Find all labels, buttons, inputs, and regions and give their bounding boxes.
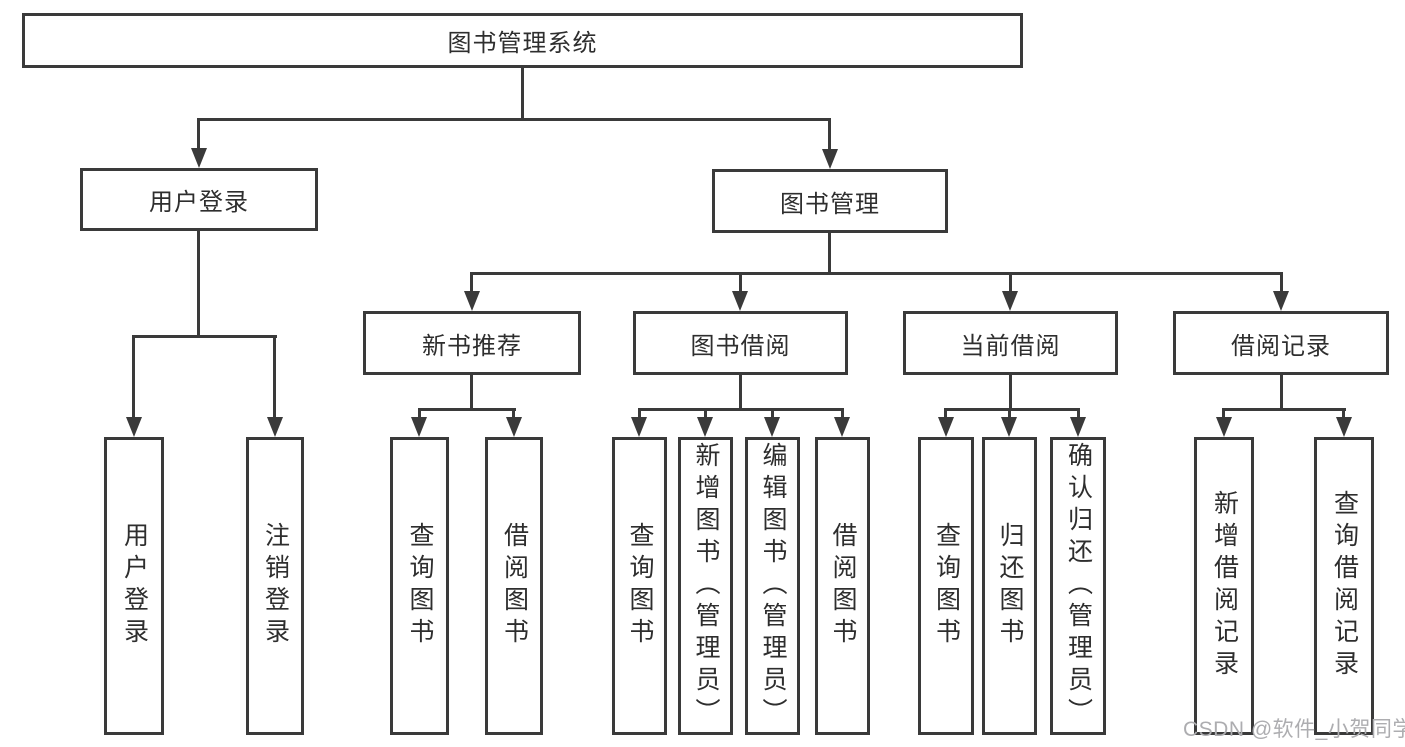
arrow-down-icon <box>1216 417 1232 437</box>
connector <box>1009 375 1012 411</box>
csdn-watermark: CSDN @软件_小贺同学 <box>1183 718 1405 741</box>
leaf-return-books: 归还图书 <box>982 437 1037 735</box>
connector <box>197 118 200 151</box>
connector <box>1280 272 1283 294</box>
leaf-confirm-return-admin: 确认归还（管理员） <box>1050 437 1106 735</box>
arrow-down-icon <box>464 291 480 311</box>
arrow-down-icon <box>1002 291 1018 311</box>
leaf-borrow-books-recommend: 借阅图书 <box>485 437 543 735</box>
leaf-logout: 注销登录 <box>246 437 304 735</box>
arrow-down-icon <box>1273 291 1289 311</box>
node-new-book-recommendation: 新书推荐 <box>363 311 581 375</box>
connector <box>638 408 641 420</box>
node-current-borrowing: 当前借阅 <box>903 311 1118 375</box>
arrow-down-icon <box>938 417 954 437</box>
connector <box>470 375 473 411</box>
connector <box>418 408 421 420</box>
arrow-down-icon <box>631 417 647 437</box>
connector <box>1222 408 1346 411</box>
arrow-down-icon <box>834 417 850 437</box>
connector <box>771 408 774 420</box>
arrow-down-icon <box>1001 417 1017 437</box>
leaf-user-login: 用户登录 <box>104 437 164 735</box>
connector <box>828 118 831 152</box>
connector <box>132 335 277 338</box>
connector <box>1009 272 1012 294</box>
connector <box>197 118 831 121</box>
node-book-management: 图书管理 <box>712 169 948 233</box>
connector <box>1222 408 1225 420</box>
arrow-down-icon <box>191 148 207 168</box>
connector <box>521 68 524 121</box>
connector <box>739 272 742 294</box>
arrow-down-icon <box>764 417 780 437</box>
connector <box>638 408 844 411</box>
connector <box>944 408 947 420</box>
connector <box>132 335 135 420</box>
arrow-down-icon <box>822 149 838 169</box>
arrow-down-icon <box>126 417 142 437</box>
arrow-down-icon <box>1070 417 1086 437</box>
connector <box>828 233 831 274</box>
connector <box>1280 375 1283 411</box>
node-library-management-system: 图书管理系统 <box>22 13 1023 68</box>
connector <box>470 272 473 294</box>
connector <box>841 408 844 420</box>
connector <box>1077 408 1080 420</box>
leaf-query-books-recommend: 查询图书 <box>390 437 449 735</box>
connector <box>197 231 200 338</box>
arrow-down-icon <box>697 417 713 437</box>
arrow-down-icon <box>1336 417 1352 437</box>
node-borrowing-records: 借阅记录 <box>1173 311 1389 375</box>
connector <box>512 408 515 420</box>
leaf-edit-books-admin: 编辑图书（管理员） <box>745 437 800 735</box>
leaf-add-books-admin: 新增图书（管理员） <box>678 437 733 735</box>
connector <box>944 408 1080 411</box>
connector <box>704 408 707 420</box>
connector <box>1008 408 1011 420</box>
connector <box>470 272 1282 275</box>
connector <box>1342 408 1345 420</box>
connector <box>273 335 276 420</box>
connector <box>739 375 742 411</box>
arrow-down-icon <box>411 417 427 437</box>
node-book-borrowing: 图书借阅 <box>633 311 848 375</box>
arrow-down-icon <box>506 417 522 437</box>
arrow-down-icon <box>732 291 748 311</box>
arrow-down-icon <box>267 417 283 437</box>
connector <box>418 408 516 411</box>
leaf-query-borrow-record: 查询借阅记录 <box>1314 437 1374 735</box>
leaf-query-books-borrowing: 查询图书 <box>612 437 667 735</box>
node-user-login: 用户登录 <box>80 168 318 231</box>
leaf-add-borrow-record: 新增借阅记录 <box>1194 437 1254 735</box>
leaf-borrow-books-borrowing: 借阅图书 <box>815 437 870 735</box>
leaf-query-books-current: 查询图书 <box>918 437 974 735</box>
